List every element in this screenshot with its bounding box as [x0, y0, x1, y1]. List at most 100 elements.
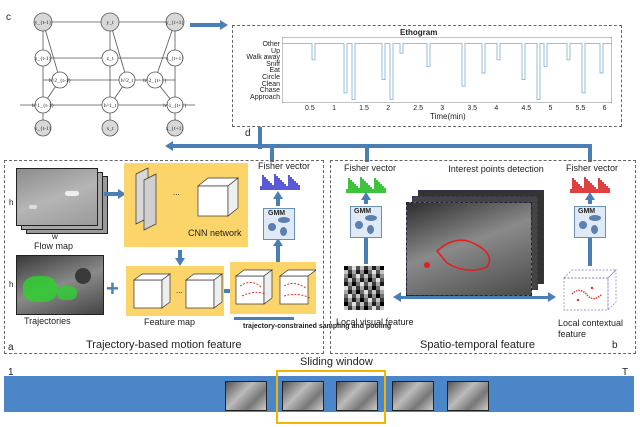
fisher-bar [580, 186, 582, 193]
fisher-bar [602, 182, 604, 193]
noise-cell [368, 294, 372, 298]
motion-fisher-histogram [260, 172, 300, 190]
spatio-title: Spatio-temporal feature [420, 339, 535, 351]
fisher-bar [364, 181, 366, 193]
noise-cell [364, 298, 368, 302]
noise-cell [376, 274, 380, 278]
noise-cell [380, 274, 384, 278]
fisher-bar [280, 180, 282, 190]
fisher-bar [358, 188, 360, 193]
panel-letter-d: d [245, 128, 251, 139]
trajectories-image [16, 255, 104, 315]
noise-cell [344, 298, 348, 302]
fisher-bar [278, 178, 280, 190]
arrow-head-gmm-fisher-a [273, 191, 283, 199]
ethogram-x-tick: 2 [386, 105, 391, 112]
fisher-bar [366, 183, 368, 193]
fisher-left-label: Fisher vector [344, 163, 397, 173]
flow-w: w [52, 232, 58, 241]
flow-map-label: Flow map [34, 241, 74, 251]
noise-cell [360, 286, 364, 290]
noise-cell [348, 274, 352, 278]
noise-cell [344, 290, 348, 294]
d-bar [172, 144, 592, 148]
d-stem [258, 127, 262, 149]
noise-cell [348, 298, 352, 302]
fisher-bar [362, 179, 364, 193]
noise-cell [356, 302, 360, 306]
noise-cell [344, 266, 348, 270]
noise-cell [380, 290, 384, 294]
noise-cell [352, 302, 356, 306]
noise-cell [368, 282, 372, 286]
noise-cell [360, 290, 364, 294]
fisher-bar [582, 188, 584, 193]
feature-dots: ... [176, 286, 183, 295]
noise-cell [364, 302, 368, 306]
volume-arrow-bar [400, 296, 550, 299]
noise-cell [376, 282, 380, 286]
ethogram-behavior-label: Clean [261, 80, 280, 88]
panel-a [4, 160, 324, 354]
noise-cell [368, 302, 372, 306]
timeline-frame-2 [282, 381, 324, 411]
noise-cell [364, 294, 368, 298]
noise-cell [360, 270, 364, 274]
volume-arrow-right [548, 292, 556, 302]
noise-cell [376, 294, 380, 298]
fisher-bar [576, 182, 578, 193]
ethogram-x-tick: 4.5 [521, 105, 532, 112]
arrow-sampling-gmm [276, 244, 280, 262]
noise-cell [364, 270, 368, 274]
noise-cell [364, 278, 368, 282]
noise-cell [364, 266, 368, 270]
gm-top-1: y_t [106, 20, 114, 26]
noise-cell [356, 294, 360, 298]
noise-cell [368, 274, 372, 278]
motion-gmm-box [263, 208, 295, 240]
noise-cell [360, 306, 364, 310]
noise-cell [356, 266, 360, 270]
sliding-window[interactable] [276, 370, 386, 424]
fisher-bar [350, 180, 352, 193]
arrow-flow-cnn [104, 192, 120, 196]
noise-cell [344, 282, 348, 286]
noise-cell [380, 286, 384, 290]
noise-cell [352, 294, 356, 298]
arrow-feature-sampling [224, 289, 230, 293]
noise-cell [348, 270, 352, 274]
feature-map-cubes [132, 273, 224, 309]
fisher-bar [352, 182, 354, 193]
noise-cell [372, 266, 376, 270]
ethogram-title: Ethogram [400, 28, 438, 37]
noise-cell [380, 266, 384, 270]
fisher-bar [578, 184, 580, 193]
gm-h1-0: h^1_{t-1} [32, 103, 55, 109]
noise-cell [372, 278, 376, 282]
cnn-dots: ... [173, 188, 180, 197]
gm-h2-1: h^2_t [121, 78, 134, 84]
noise-cell [368, 278, 372, 282]
arrow-gmm-fisher-b2 [588, 196, 592, 204]
noise-cell [364, 286, 368, 290]
arrow-to-ethogram [190, 23, 222, 27]
noise-cell [360, 274, 364, 278]
timeline-frame-4 [392, 381, 434, 411]
node-y-next [165, 12, 185, 32]
gm-z-2: z_{t+1} [166, 56, 184, 62]
ethogram-xlabel: Time(min) [430, 112, 466, 121]
ethogram-behavior-label: Circle [262, 74, 280, 81]
fisher-bar [584, 177, 586, 193]
noise-cell [368, 290, 372, 294]
gm-h1-1: h^1_t [104, 103, 117, 109]
noise-cell [352, 290, 356, 294]
noise-cell [352, 282, 356, 286]
noise-cell [380, 278, 384, 282]
d-drop-b1 [365, 144, 369, 162]
fisher-bar [384, 188, 386, 193]
noise-cell [376, 298, 380, 302]
noise-cell [348, 278, 352, 282]
noise-cell [372, 270, 376, 274]
interest-points-label: Interest points detection [448, 164, 544, 174]
fisher-bar [574, 180, 576, 193]
